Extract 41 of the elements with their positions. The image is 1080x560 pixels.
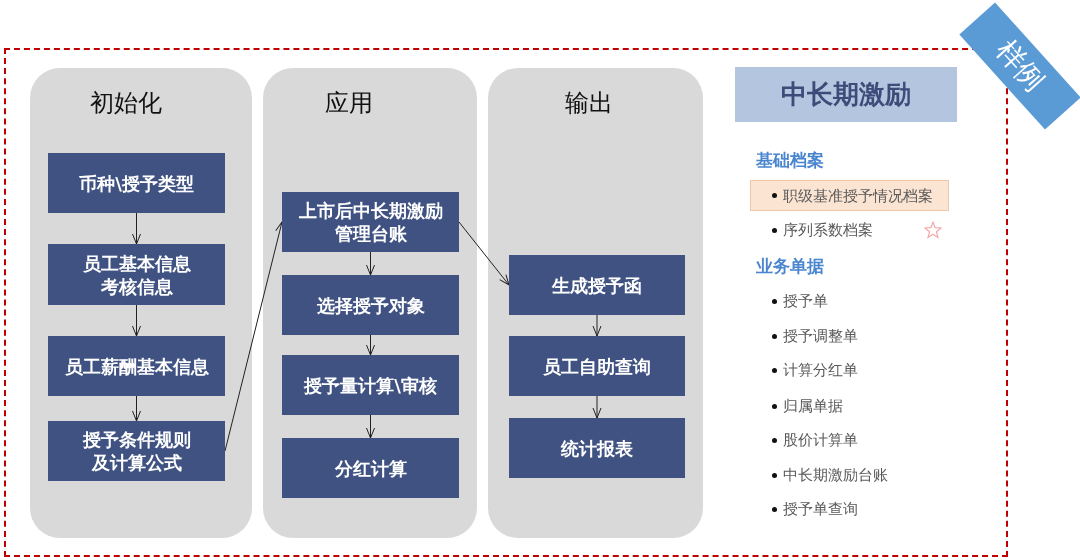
panel bbox=[488, 68, 703, 538]
arrow bbox=[132, 395, 141, 422]
panel-title: 应用 bbox=[325, 88, 373, 118]
list-item-text: 职级基准授予情况档案 bbox=[783, 185, 933, 206]
process-box: 生成授予函 bbox=[509, 255, 685, 315]
process-box: 员工薪酬基本信息 bbox=[48, 336, 225, 396]
list-item-text: 授予调整单 bbox=[783, 326, 858, 346]
process-box: 分红计算 bbox=[282, 438, 459, 498]
arrow bbox=[592, 395, 602, 419]
process-box: 选择授予对象 bbox=[282, 275, 459, 335]
process-box: 授予量计算\审核 bbox=[282, 355, 459, 415]
panel-title: 输出 bbox=[565, 88, 613, 118]
process-box: 统计报表 bbox=[509, 418, 685, 478]
arrow bbox=[132, 304, 141, 337]
arrow bbox=[132, 212, 141, 245]
header-box: 中长期激励 bbox=[735, 67, 957, 122]
corner-ribbon: 样例 bbox=[959, 2, 1080, 130]
section-heading: 基础档案 bbox=[756, 149, 824, 171]
list-item-text: 中长期激励台账 bbox=[783, 465, 888, 485]
arrow bbox=[366, 414, 375, 439]
process-box: 上市后中长期激励管理台账 bbox=[282, 192, 459, 252]
highlighted-item bbox=[750, 180, 949, 211]
process-box: 授予条件规则及计算公式 bbox=[48, 421, 225, 481]
list-item-text: 计算分红单 bbox=[783, 360, 858, 380]
section-heading: 业务单据 bbox=[756, 255, 824, 277]
panel-title: 初始化 bbox=[90, 88, 162, 118]
arrow bbox=[366, 251, 375, 276]
process-box: 币种\授予类型 bbox=[48, 153, 225, 213]
list-item-text: 归属单据 bbox=[783, 396, 843, 416]
arrow bbox=[366, 334, 375, 356]
panel bbox=[30, 68, 252, 538]
arrow bbox=[224, 221, 284, 452]
arrow bbox=[592, 314, 602, 337]
process-box: 员工自助查询 bbox=[509, 336, 685, 396]
process-box: 员工基本信息考核信息 bbox=[48, 244, 225, 305]
list-item-text: 序列系数档案 bbox=[783, 220, 873, 240]
list-item-text: 股价计算单 bbox=[783, 430, 858, 450]
list-item-text: 授予单 bbox=[783, 291, 828, 311]
list-item-text: 授予单查询 bbox=[783, 499, 858, 519]
panel bbox=[263, 68, 477, 538]
arrow bbox=[458, 221, 510, 286]
